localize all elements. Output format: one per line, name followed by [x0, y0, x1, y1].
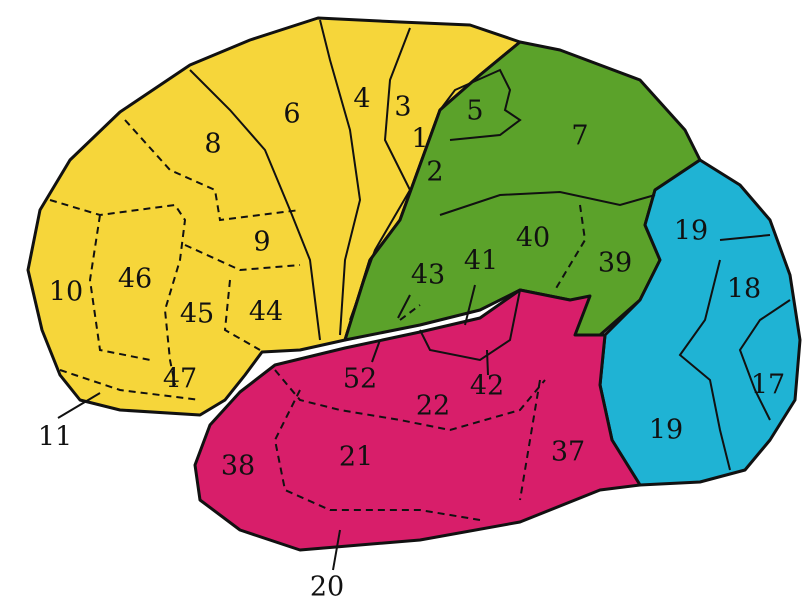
area-label-19-upper: 19 — [674, 216, 708, 247]
area-label-40: 40 — [516, 223, 550, 254]
area-label-11: 11 — [38, 422, 72, 453]
area-label-17: 17 — [751, 370, 785, 401]
area-label-7: 7 — [571, 121, 588, 152]
area-label-43: 43 — [411, 260, 445, 291]
area-label-41: 41 — [464, 246, 498, 277]
area-label-20: 20 — [310, 572, 344, 603]
area-label-9: 9 — [253, 227, 270, 258]
area-label-18: 18 — [727, 274, 761, 305]
area-label-42: 42 — [470, 371, 504, 402]
area-label-10: 10 — [49, 277, 83, 308]
area-label-47: 47 — [163, 364, 197, 395]
area-label-19-lower: 19 — [649, 415, 683, 446]
area-label-1: 1 — [411, 124, 428, 155]
area-label-45: 45 — [180, 299, 214, 330]
area-label-39: 39 — [598, 248, 632, 279]
area-label-21: 21 — [339, 442, 373, 473]
area-label-2: 2 — [426, 157, 443, 188]
area-label-52: 52 — [343, 364, 377, 395]
area-label-22: 22 — [416, 391, 450, 422]
area-label-8: 8 — [204, 129, 221, 160]
area-label-5: 5 — [466, 96, 483, 127]
area-label-38: 38 — [221, 451, 255, 482]
area-label-6: 6 — [283, 99, 300, 130]
area-label-37: 37 — [551, 437, 585, 468]
area-label-44: 44 — [249, 297, 283, 328]
area-label-46: 46 — [118, 264, 152, 295]
area-label-4: 4 — [353, 84, 370, 115]
area-label-3: 3 — [394, 92, 411, 123]
occipital-region — [598, 158, 802, 487]
temporal-region — [193, 288, 642, 552]
